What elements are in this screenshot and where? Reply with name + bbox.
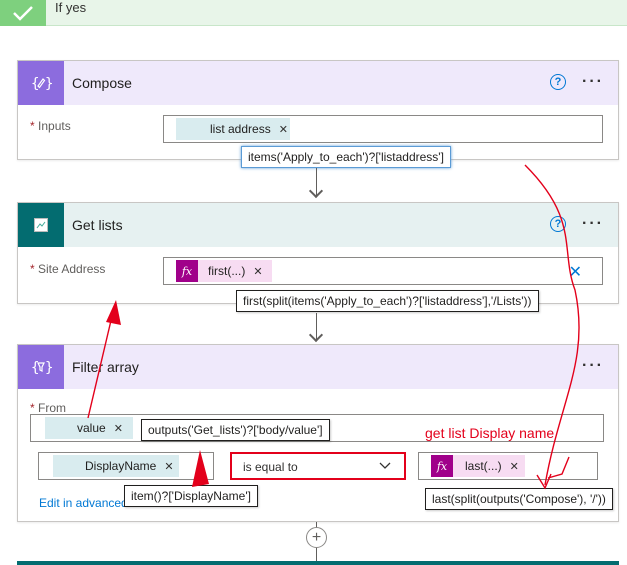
compose-card: {} Compose ? ··· * Inputs list address✕ (17, 60, 619, 160)
list-address-token[interactable]: list address✕ (176, 118, 290, 140)
connector-line (316, 168, 317, 196)
svg-text:{: { (31, 76, 39, 92)
compose-token-tooltip: items('Apply_to_each')?['listaddress'] (241, 146, 451, 168)
filter-icon: {} (18, 345, 64, 389)
svg-text:{: { (31, 360, 39, 376)
value-token[interactable]: value✕ (45, 417, 133, 439)
from-label: * From (30, 401, 67, 415)
remove-token-icon[interactable]: ✕ (164, 460, 174, 473)
operator-dropdown[interactable]: is equal to (230, 452, 406, 480)
remove-token-icon[interactable]: ✕ (253, 265, 263, 278)
from-token-tooltip: outputs('Get_lists')?['body/value'] (141, 419, 330, 441)
add-step-icon[interactable]: + (306, 527, 327, 548)
site-address-label: * Site Address (30, 262, 106, 276)
condition-right-field[interactable]: fx last(...)✕ (418, 452, 598, 480)
compose-icon: {} (18, 61, 64, 105)
more-options-icon[interactable]: ··· (582, 357, 604, 374)
inputs-label: * Inputs (30, 119, 71, 133)
remove-token-icon[interactable]: ✕ (113, 422, 123, 435)
edit-in-advanced-link[interactable]: Edit in advanced (39, 496, 128, 510)
if-yes-bar[interactable] (0, 0, 627, 26)
filter-array-header[interactable]: {} Filter array ··· (18, 345, 618, 389)
inputs-field[interactable]: list address✕ (163, 115, 603, 143)
filter-array-title: Filter array (72, 359, 139, 375)
chevron-down-icon (378, 458, 392, 475)
compose-title: Compose (72, 75, 132, 91)
displayname-token[interactable]: DisplayName✕ (53, 455, 179, 477)
first-expression-token[interactable]: fx first(...)✕ (176, 260, 272, 282)
more-options-icon[interactable]: ··· (582, 215, 604, 232)
annotation-text: get list Display name (425, 425, 555, 441)
more-options-icon[interactable]: ··· (582, 73, 604, 90)
svg-text:}: } (45, 360, 52, 376)
if-yes-label: If yes (55, 0, 87, 15)
operator-value: is equal to (243, 460, 298, 474)
compose-header[interactable]: {} Compose ? ··· (18, 61, 618, 105)
expression-fx-icon: fx (176, 260, 198, 282)
connector-line (316, 313, 317, 341)
next-card-edge (17, 561, 619, 565)
check-icon (0, 0, 46, 26)
help-icon[interactable]: ? (550, 216, 566, 232)
last-token-tooltip: last(split(outputs('Compose'), '/')) (425, 488, 613, 510)
help-icon[interactable]: ? (550, 74, 566, 90)
last-expression-token[interactable]: fx last(...)✕ (431, 455, 525, 477)
displayname-token-tooltip: item()?['DisplayName'] (124, 485, 258, 507)
site-address-field[interactable]: fx first(...)✕ ✕ (163, 257, 603, 285)
remove-token-icon[interactable]: ✕ (278, 123, 288, 136)
expression-fx-icon: fx (431, 455, 453, 477)
svg-text:}: } (45, 76, 52, 92)
remove-token-icon[interactable]: ✕ (509, 460, 519, 473)
get-lists-token-tooltip: first(split(items('Apply_to_each')?['lis… (236, 290, 539, 312)
get-lists-header[interactable]: Get lists ? ··· (18, 203, 618, 247)
get-lists-title: Get lists (72, 217, 123, 233)
condition-left-field[interactable]: DisplayName✕ (38, 452, 214, 480)
sharepoint-icon (18, 203, 64, 247)
